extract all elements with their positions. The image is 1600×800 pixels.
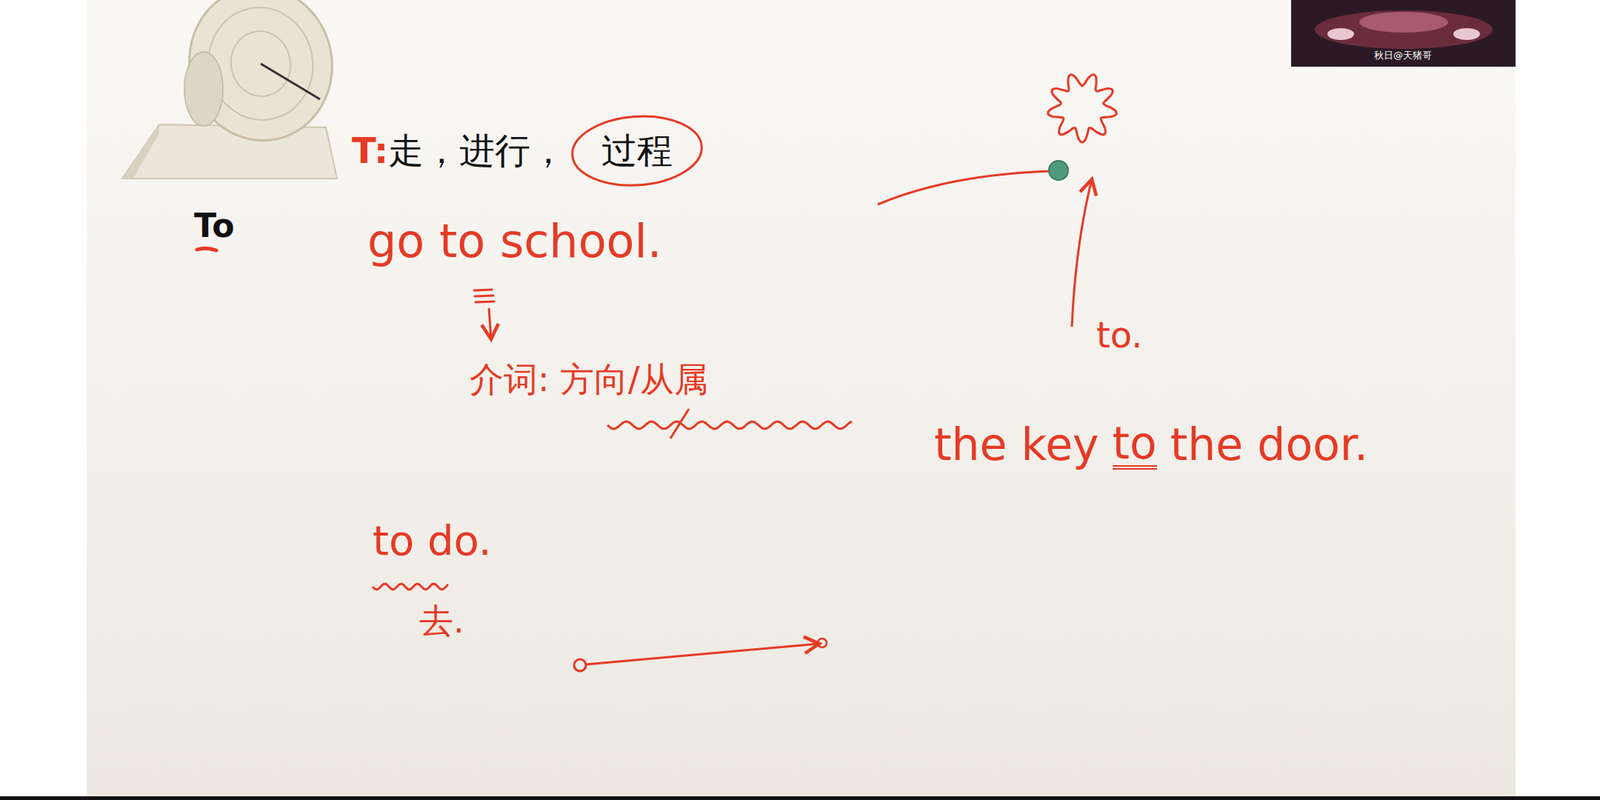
note-text: T:	[351, 130, 389, 172]
screen-edge	[0, 796, 1600, 800]
circle-outline	[570, 111, 705, 190]
note-text: 去.	[419, 601, 465, 641]
note-text: the key	[934, 419, 1100, 471]
wavy-underline	[607, 421, 852, 429]
note-text: To	[194, 207, 235, 246]
note-text: 介词: 方向/从属	[469, 360, 709, 400]
sundial-picture	[122, 0, 347, 179]
sundial-edge	[184, 51, 223, 126]
text-row: T:走，进行， 过程	[351, 124, 689, 178]
target-dot	[1048, 160, 1069, 180]
direction-arrow	[585, 643, 820, 665]
thumbnail-ground	[1291, 0, 1516, 67]
down-arrow	[488, 308, 492, 340]
underline-mark	[197, 248, 217, 251]
note-text: 走，进行，	[388, 130, 566, 172]
car-light	[1453, 28, 1480, 40]
slash-stroke	[670, 408, 689, 439]
sun-sketch	[1048, 74, 1117, 143]
sundial-disk	[174, 0, 346, 155]
text-row: the keytothe door.	[934, 419, 1369, 471]
car-light	[1327, 28, 1355, 40]
note-text: go to school.	[367, 214, 662, 268]
video-thumbnail	[1291, 0, 1516, 67]
car-roof	[1359, 11, 1449, 33]
start-dot	[574, 659, 586, 672]
note-text: the door.	[1170, 419, 1369, 471]
end-dot	[817, 638, 827, 648]
watermark: 秋日@天猪哥	[1374, 50, 1432, 62]
car-body	[1314, 10, 1493, 49]
note-text: to do.	[372, 517, 492, 565]
toward-arrow	[1071, 179, 1092, 327]
approach-curve	[877, 171, 1050, 205]
keyword-text: to	[1112, 420, 1158, 470]
circled-word: 过程	[585, 124, 689, 178]
equal-mark	[474, 289, 495, 303]
note-text: to.	[1096, 314, 1143, 356]
wavy-underline	[372, 583, 449, 590]
sundial-base-shade	[122, 124, 160, 179]
sundial-gnomon	[260, 63, 320, 100]
circled-word-text: 过程	[601, 130, 673, 172]
